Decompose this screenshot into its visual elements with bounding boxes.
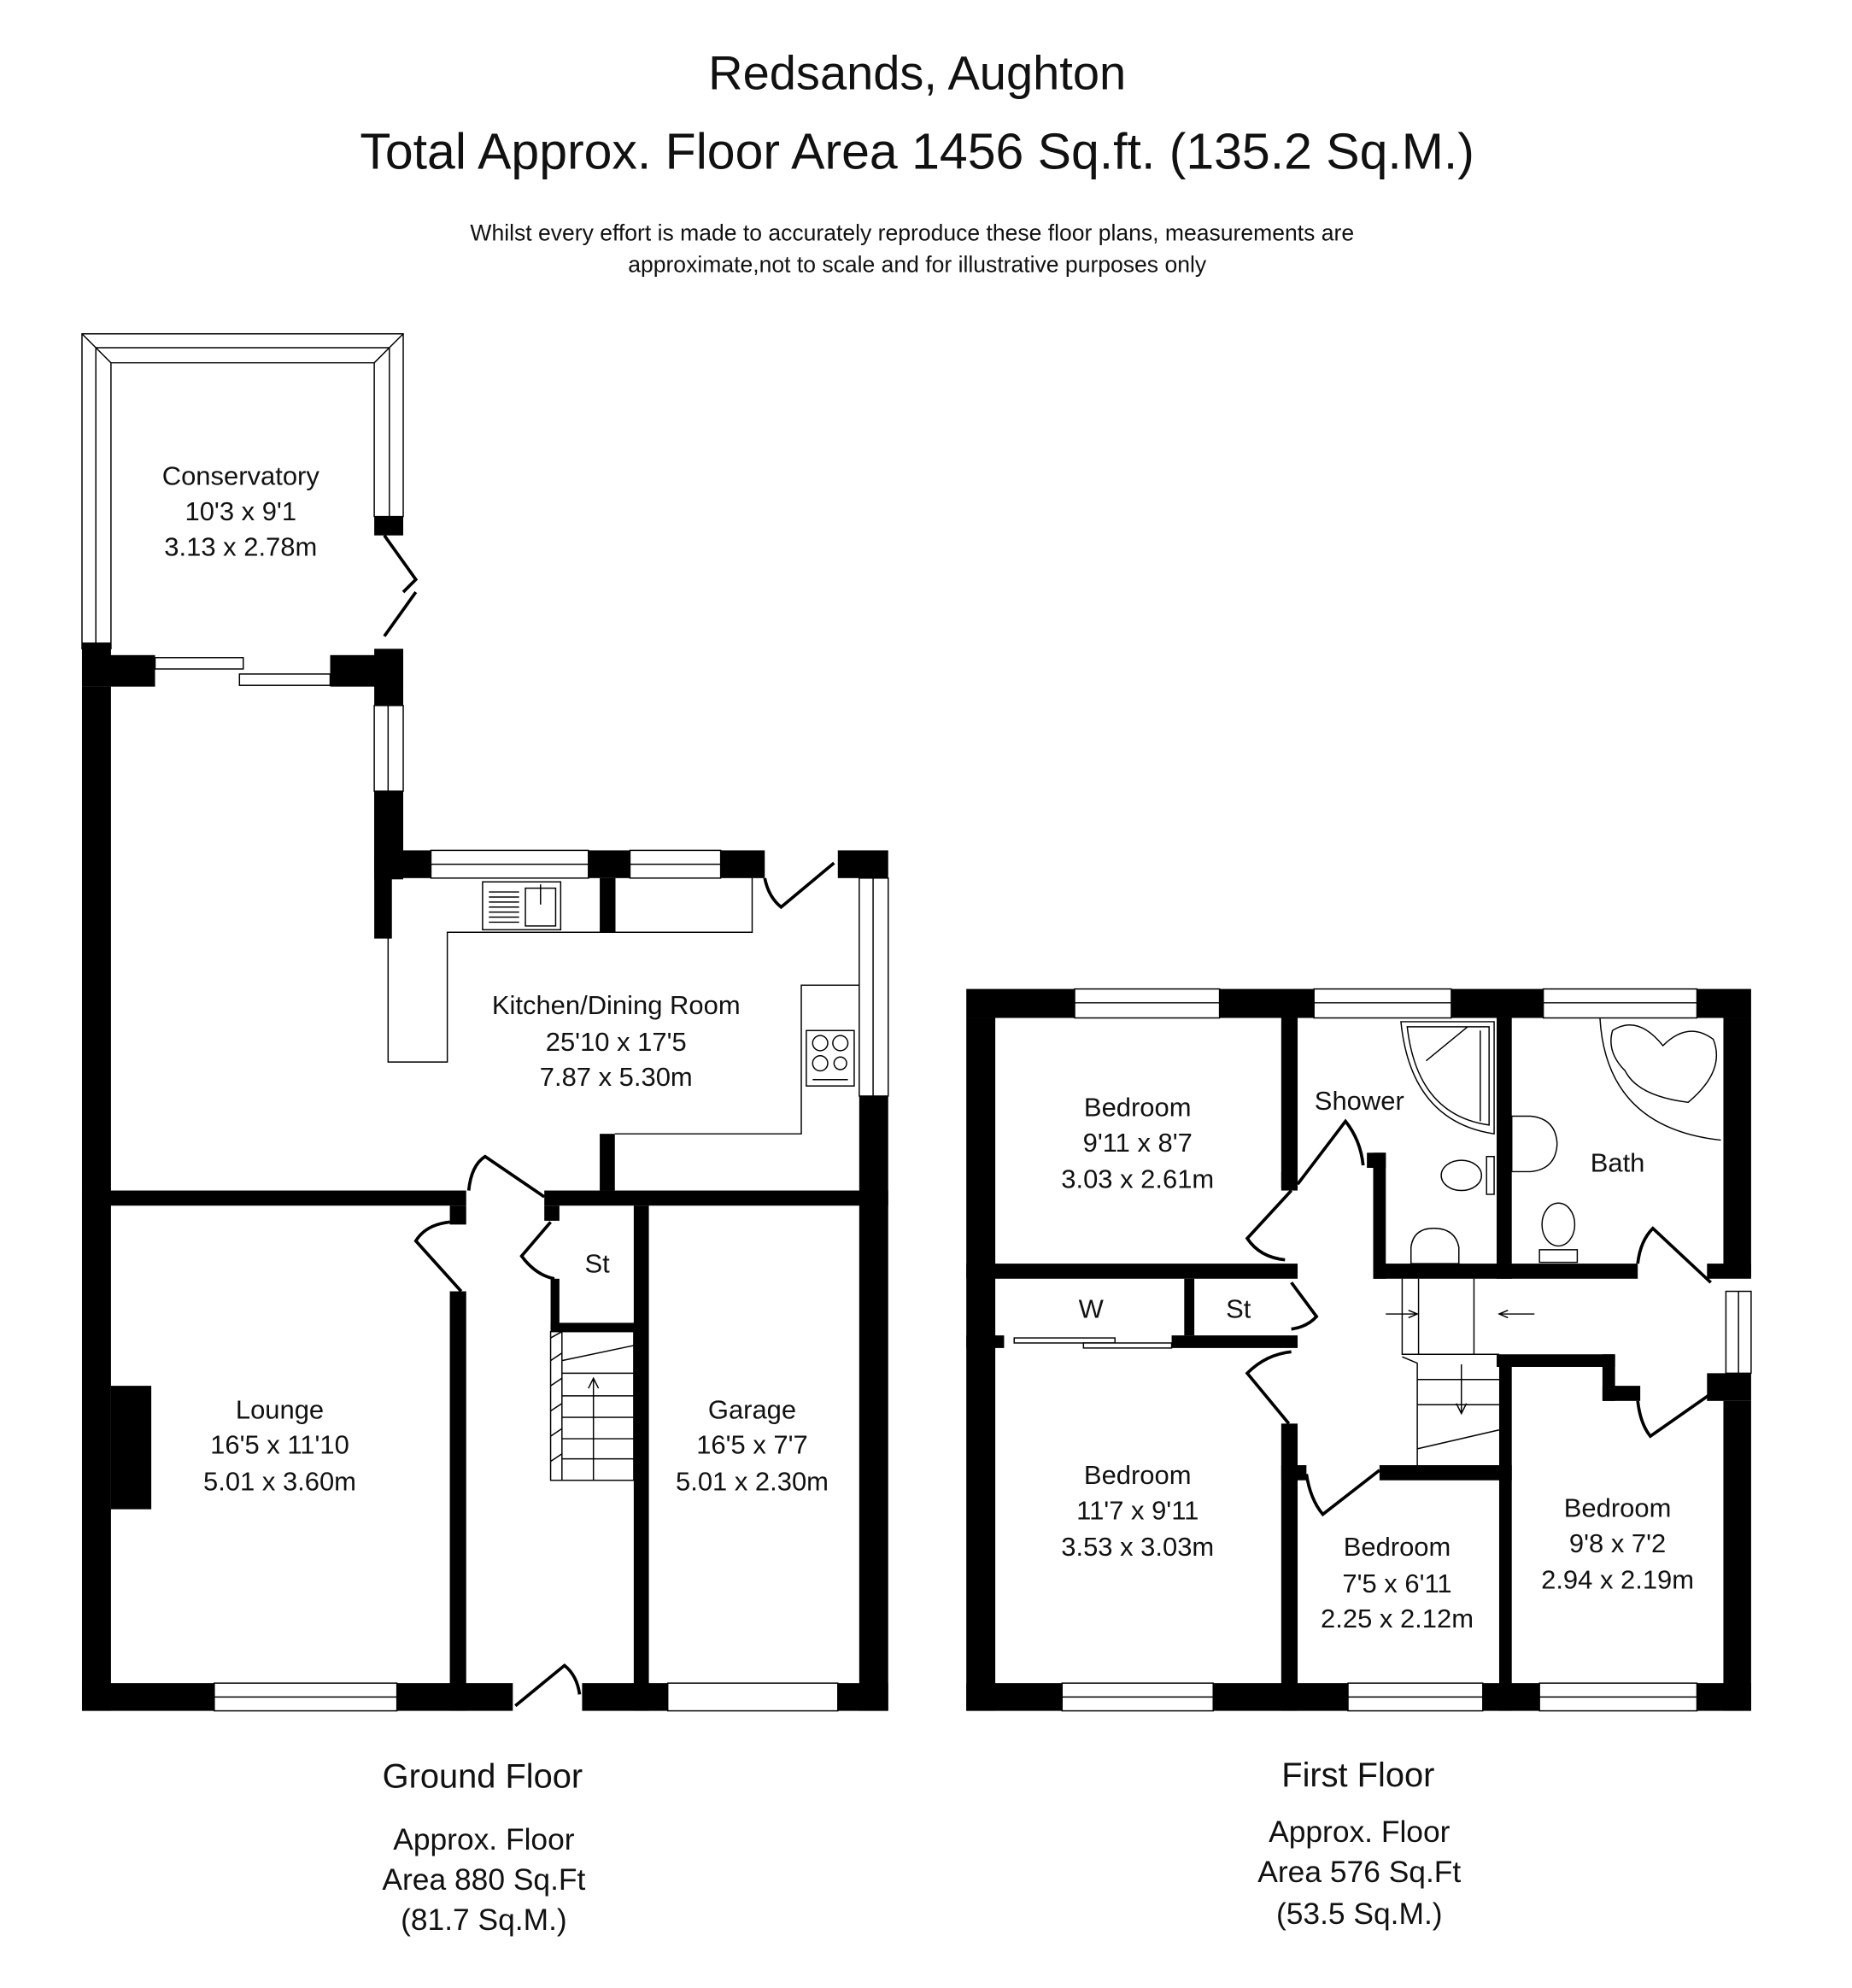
- room-size-imperial: 9'8 x 7'2: [1569, 1528, 1666, 1558]
- room-name: Kitchen/Dining Room: [492, 990, 741, 1020]
- floor-area-line: (81.7 Sq.M.): [401, 1903, 567, 1937]
- room-name: Bedroom: [1564, 1492, 1672, 1522]
- room-name: Bedroom: [1084, 1093, 1192, 1123]
- room-size-metric: 7.87 x 5.30m: [540, 1062, 693, 1092]
- room-size-imperial: 9'11 x 8'7: [1083, 1128, 1193, 1158]
- first-floor-plan: Bedroom 9'11 x 8'7 3.03 x 2.61m Shower B…: [966, 988, 1752, 1712]
- floor-area-line: (53.5 Sq.M.): [1276, 1897, 1443, 1931]
- hob-icon: [806, 1029, 855, 1087]
- hall-kitchen-door[interactable]: [466, 1154, 546, 1199]
- stair-up-arrow-icon: [588, 1376, 600, 1481]
- bedroom-1-door[interactable]: [1245, 1189, 1293, 1262]
- room-shower: Shower: [1315, 1086, 1404, 1116]
- conservatory-french-doors[interactable]: [383, 534, 419, 637]
- staircase: [1386, 1278, 1535, 1466]
- room-size-metric: 5.01 x 3.60m: [203, 1467, 356, 1497]
- room-size-imperial: 10'3 x 9'1: [185, 496, 297, 526]
- room-bedroom-3: Bedroom 7'5 x 6'11 2.25 x 2.12m: [1321, 1532, 1474, 1633]
- room-name: Bedroom: [1084, 1460, 1192, 1490]
- floor-name: Ground Floor: [383, 1758, 583, 1796]
- toilet-icon: [1440, 1155, 1495, 1195]
- sliding-door[interactable]: [154, 657, 244, 670]
- floor-area-line: Approx. Floor: [1269, 1815, 1451, 1849]
- room-lounge: Lounge 16'5 x 11'10 5.01 x 3.60m: [203, 1394, 356, 1496]
- sink-icon: [482, 881, 562, 931]
- bedroom-4-door[interactable]: [1636, 1390, 1714, 1439]
- kitchen-counter: [387, 877, 753, 1063]
- floor-area-line: Area 576 Sq.Ft: [1257, 1856, 1461, 1889]
- bathroom-door[interactable]: [1636, 1226, 1712, 1284]
- staircase: [549, 1330, 635, 1481]
- room-size-metric: 5.01 x 2.30m: [676, 1467, 829, 1497]
- room-size-metric: 3.13 x 2.78m: [164, 531, 317, 561]
- front-door[interactable]: [514, 1663, 582, 1708]
- room-wardrobe: W: [1079, 1293, 1105, 1323]
- stair-down-arrow-icon: [1456, 1364, 1468, 1416]
- room-bath: Bath: [1591, 1147, 1645, 1177]
- toilet-icon: [1538, 1202, 1579, 1264]
- disclaimer-line-2: approximate,not to scale and for illustr…: [628, 252, 1207, 278]
- floor-area-line: Approx. Floor: [393, 1823, 575, 1856]
- basin-icon: [1410, 1228, 1460, 1264]
- room-garage: Garage 16'5 x 7'7 5.01 x 2.30m: [676, 1394, 829, 1496]
- kitchen-back-door[interactable]: [763, 861, 835, 910]
- shower-tray-icon: [1400, 1021, 1495, 1135]
- room-size-metric: 3.03 x 2.61m: [1061, 1164, 1214, 1194]
- room-size-imperial: 7'5 x 6'11: [1342, 1569, 1451, 1598]
- store-door[interactable]: [1290, 1281, 1319, 1331]
- ground-floor-plan: Conservatory 10'3 x 9'1 3.13 x 2.78m Kit…: [81, 333, 889, 1712]
- chimney-breast: [110, 1386, 152, 1510]
- room-store: St: [584, 1248, 610, 1278]
- garage-door[interactable]: [666, 1682, 839, 1712]
- bedroom-3-door[interactable]: [1304, 1469, 1381, 1517]
- room-size-imperial: 25'10 x 17'5: [546, 1027, 687, 1057]
- room-size-imperial: 11'7 x 9'11: [1076, 1495, 1199, 1525]
- title: Redsands, Aughton: [708, 46, 1126, 100]
- store-door[interactable]: [519, 1221, 555, 1281]
- room-size-imperial: 16'5 x 7'7: [696, 1430, 808, 1460]
- disclaimer-line-1: Whilst every effort is made to accuratel…: [470, 220, 1354, 246]
- bedroom-2-door[interactable]: [1245, 1350, 1292, 1425]
- room-name: Conservatory: [162, 461, 320, 491]
- room-size-metric: 3.53 x 3.03m: [1061, 1532, 1214, 1562]
- room-size-metric: 2.94 x 2.19m: [1541, 1565, 1694, 1595]
- basin-icon: [1510, 1115, 1558, 1173]
- first-floor-caption: First Floor Approx. Floor Area 576 Sq.Ft…: [1257, 1756, 1461, 1931]
- subtitle: Total Approx. Floor Area 1456 Sq.ft. (13…: [360, 125, 1474, 180]
- room-name: Lounge: [236, 1394, 324, 1424]
- room-bedroom-1: Bedroom 9'11 x 8'7 3.03 x 2.61m: [1061, 1093, 1214, 1194]
- room-conservatory: Conservatory 10'3 x 9'1 3.13 x 2.78m: [162, 461, 320, 562]
- room-store: St: [1226, 1293, 1251, 1323]
- room-name: Bedroom: [1344, 1532, 1451, 1562]
- wardrobe-sliding-door[interactable]: [1013, 1337, 1116, 1344]
- corner-bath-icon: [1599, 1017, 1721, 1141]
- shower-room-door[interactable]: [1296, 1118, 1365, 1186]
- floor-name: First Floor: [1281, 1756, 1434, 1794]
- ground-floor-caption: Ground Floor Approx. Floor Area 880 Sq.F…: [382, 1758, 585, 1938]
- room-name: Garage: [708, 1394, 796, 1424]
- room-size-imperial: 16'5 x 11'10: [210, 1430, 349, 1460]
- room-bedroom-2: Bedroom 11'7 x 9'11 3.53 x 3.03m: [1061, 1460, 1214, 1562]
- floor-area-line: Area 880 Sq.Ft: [382, 1863, 585, 1897]
- lounge-door[interactable]: [413, 1220, 463, 1293]
- room-kitchen-dining: Kitchen/Dining Room 25'10 x 17'5 7.87 x …: [492, 990, 741, 1092]
- room-bedroom-4: Bedroom 9'8 x 7'2 2.94 x 2.19m: [1541, 1492, 1694, 1594]
- room-size-metric: 2.25 x 2.12m: [1321, 1604, 1474, 1633]
